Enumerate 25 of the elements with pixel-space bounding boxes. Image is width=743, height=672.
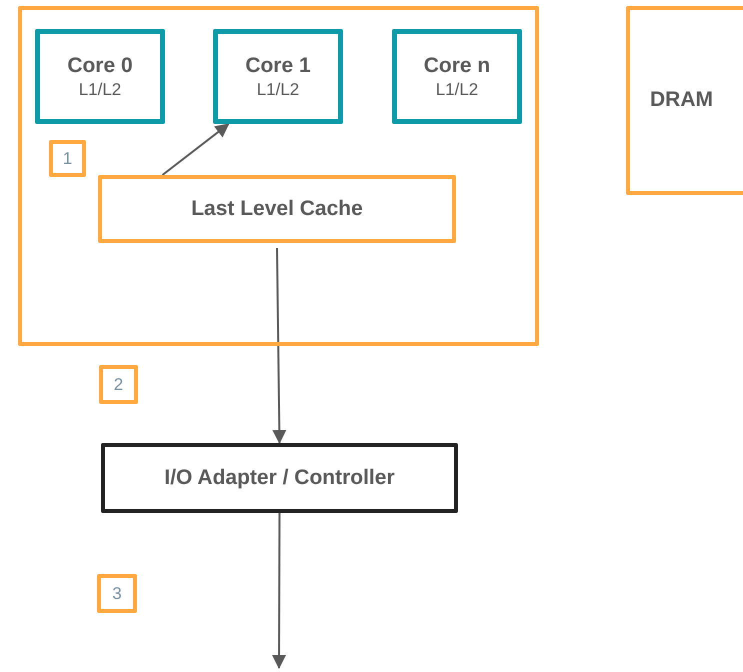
core-title: Core 0 [67, 52, 133, 79]
core-box [35, 29, 165, 124]
callout-number: 2 [114, 376, 124, 393]
core-box [213, 29, 343, 124]
arrow [162, 123, 230, 176]
callout-number: 3 [112, 585, 122, 602]
adapter-box [101, 443, 458, 513]
arrow [272, 513, 286, 669]
callout-number-box [99, 365, 138, 404]
box-title: DRAM [650, 87, 713, 114]
callout-number-box [97, 574, 137, 613]
callout-number-box [49, 140, 86, 177]
cache-level-label: L1/L2 [256, 79, 300, 100]
core-box [392, 29, 522, 124]
arrow [272, 248, 286, 444]
memory-box [626, 6, 743, 195]
core-title: Core n [424, 52, 490, 79]
processor-package-box [18, 6, 539, 346]
cache-level-label: L1/L2 [78, 79, 122, 100]
box-title: Last Level Cache [191, 196, 363, 222]
core-title: Core 1 [245, 52, 311, 79]
callout-number: 1 [62, 150, 72, 167]
box-title: I/O Adapter / Controller [164, 464, 395, 491]
cache-level-label: L1/L2 [436, 79, 478, 100]
cache-box [98, 175, 456, 243]
